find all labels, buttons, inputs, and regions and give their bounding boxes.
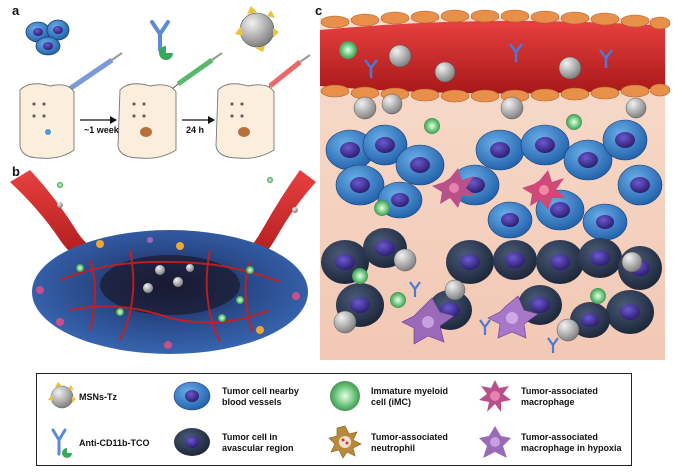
syringe-icon-green [168, 52, 223, 98]
legend-tam-hypoxia-label: Tumor-associated macrophage in hypoxia [521, 432, 622, 453]
mouse-icon-2 [117, 83, 177, 159]
tam-hypoxia-icon [479, 426, 511, 458]
panel-a-illustration [19, 6, 311, 159]
tumor-cells-near-vessels [325, 119, 663, 241]
legend-msn-label: MSNs-Tz [79, 392, 117, 402]
antibody-icon [150, 20, 173, 60]
panel-b-illustration [10, 170, 316, 354]
msn-particle-icon [235, 6, 279, 52]
mouse-icon-1 [19, 83, 75, 159]
legend-tam-label: Tumor-associated macrophage [521, 386, 598, 407]
msn-particle-icon [48, 382, 76, 409]
legend-tumor-near-label: Tumor cell nearby blood vessels [222, 386, 299, 407]
tumor-near-icon [173, 381, 211, 411]
legend-tumor-avascular-label: Tumor cell in avascular region [222, 432, 294, 453]
panel-label-c: c [315, 3, 323, 18]
panel-c-illustration [320, 9, 671, 360]
legend-neutrophil-label: Tumor-associated neutrophil [371, 432, 448, 453]
tumor-cells-icon [25, 19, 70, 56]
legend-box: MSNs-Tz Anti-CD11b-TCO Tumor cell nearby… [36, 373, 632, 466]
timeline-label-2: 24 h [186, 125, 205, 135]
mouse-icon-3 [215, 83, 275, 159]
legend-antibody-label: Anti-CD11b-TCO [79, 438, 150, 448]
antibody-icon [51, 428, 72, 458]
timeline-arrow-1 [80, 116, 117, 124]
panel-label-b: b [12, 164, 20, 179]
tumor-avascular-icon [174, 428, 210, 456]
imc-icon [330, 381, 360, 411]
tam-icon [479, 380, 511, 412]
panel-label-a: a [12, 3, 20, 18]
timeline-arrow-2 [182, 116, 215, 124]
legend-imc-label: Immature myeloid cell (iMC) [371, 386, 449, 407]
tumor-cells-avascular [321, 228, 662, 353]
neutrophil-icon [328, 425, 362, 459]
blood-vessel [320, 9, 671, 103]
timeline-label-1: ~1 week [84, 125, 119, 135]
